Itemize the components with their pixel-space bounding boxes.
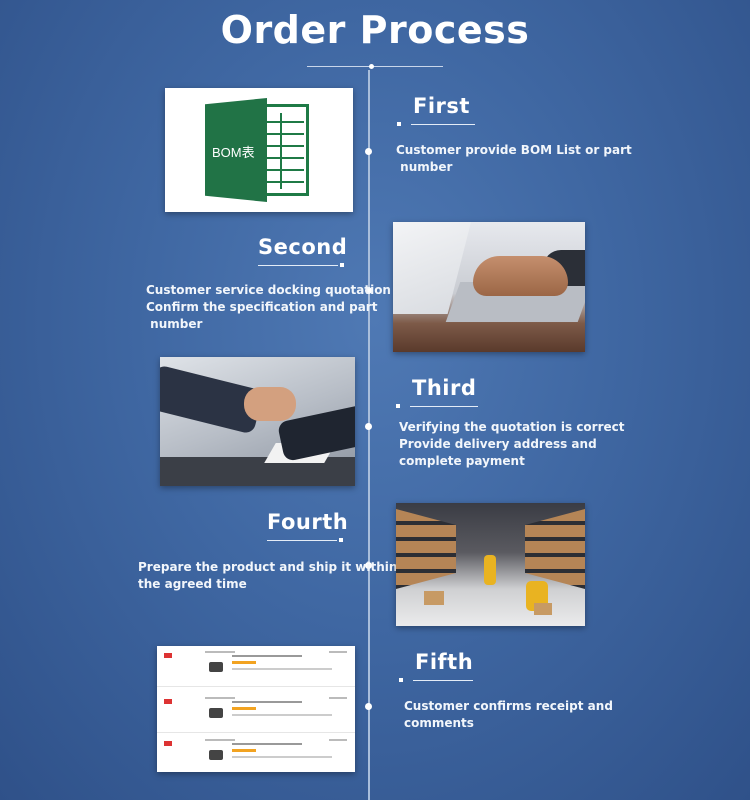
step-title-first-label: First: [413, 94, 470, 118]
timeline-line: [368, 70, 370, 800]
step-text-second-line-3: number: [146, 317, 203, 331]
step-title-second-label: Second: [258, 235, 348, 259]
step-text-third-line-3: complete payment: [399, 454, 525, 468]
step-text-second: Customer service docking quotation Confi…: [146, 282, 391, 333]
handshake-image: [160, 357, 355, 486]
step-text-first: Customer provide BOM List or part number: [396, 142, 632, 176]
step-text-second-line-1: Customer service docking quotation: [146, 283, 391, 297]
step-title-fifth-label: Fifth: [415, 650, 474, 674]
step-title-fourth: Fourth: [267, 510, 349, 542]
step-text-fourth: Prepare the product and ship it within t…: [138, 559, 397, 593]
step-text-fifth: Customer confirms receipt and comments: [404, 698, 613, 732]
step-text-first-line-2: number: [396, 160, 453, 174]
excel-cover-icon: BOM表: [205, 98, 267, 202]
bom-excel-image: BOM表: [165, 88, 353, 212]
page-title: Order Process: [220, 8, 530, 52]
step-text-first-line-1: Customer provide BOM List or part: [396, 143, 632, 157]
step-title-first: First: [397, 94, 475, 126]
step-text-third-line-1: Verifying the quotation is correct: [399, 420, 625, 434]
step-title-third: Third: [396, 376, 478, 408]
step-text-third: Verifying the quotation is correct Provi…: [399, 419, 625, 470]
timeline-node-second: [365, 287, 372, 294]
step-text-fourth-line-1: Prepare the product and ship it within: [138, 560, 398, 574]
step-text-fifth-line-2: comments: [404, 716, 474, 730]
warehouse-image: [396, 503, 585, 626]
bom-image-label: BOM表: [212, 145, 255, 160]
step-title-fourth-label: Fourth: [267, 510, 349, 534]
title-underline: [307, 66, 443, 67]
typing-laptop-image: [393, 222, 585, 352]
step-title-fifth: Fifth: [399, 650, 474, 682]
timeline-node-fifth: [365, 703, 372, 710]
step-text-fifth-line-1: Customer confirms receipt and: [404, 699, 613, 713]
timeline-node-third: [365, 423, 372, 430]
timeline-node-first: [365, 148, 372, 155]
step-text-second-line-2: Confirm the specification and part: [146, 300, 378, 314]
step-title-third-label: Third: [412, 376, 477, 400]
title-underline-dot: [369, 64, 374, 69]
step-title-second: Second: [258, 235, 348, 267]
timeline-node-fourth: [365, 562, 372, 569]
customer-reviews-image: [157, 646, 355, 772]
step-text-third-line-2: Provide delivery address and: [399, 437, 597, 451]
step-text-fourth-line-2: the agreed time: [138, 577, 247, 591]
